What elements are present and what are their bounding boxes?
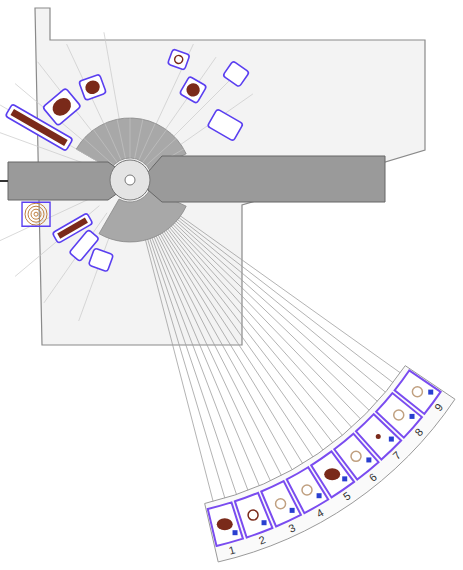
detector-square	[428, 390, 433, 395]
beam-ray	[0, 197, 94, 243]
detector-square	[233, 530, 238, 535]
sample-body	[324, 468, 340, 480]
beam-ray	[172, 223, 362, 420]
beam-tube-left	[8, 162, 122, 200]
beam-ray	[178, 217, 395, 384]
instrument-housing	[88, 248, 113, 272]
instrument	[22, 202, 50, 226]
instrument	[223, 61, 250, 87]
beam-ray	[161, 231, 304, 465]
instrument	[88, 248, 113, 272]
beam-ray	[167, 228, 334, 445]
fan-divider	[130, 118, 131, 158]
fan-divider	[84, 139, 114, 166]
instrument-housing	[79, 74, 107, 100]
sample-ring	[394, 410, 404, 420]
sample-dot	[376, 434, 381, 439]
detector-square	[317, 493, 322, 498]
target-ring	[25, 203, 47, 225]
beam-tube-right	[148, 156, 385, 202]
fan-divider	[139, 123, 155, 160]
fan-divider	[117, 119, 125, 158]
beam-ray	[15, 206, 99, 277]
beam-rays	[0, 32, 402, 503]
beam-ray	[170, 225, 353, 429]
beam-entry	[0, 180, 8, 182]
target-ring	[28, 206, 44, 222]
sample-body	[49, 94, 75, 119]
beam-ray	[155, 234, 271, 482]
beam-ray	[151, 236, 248, 492]
beam-ray	[176, 218, 387, 393]
instrument	[207, 109, 243, 141]
detector-square	[410, 414, 415, 419]
beam-ray	[173, 222, 370, 412]
beam-ray	[175, 220, 379, 403]
hall-outline	[205, 366, 455, 562]
sample-ring	[351, 451, 361, 461]
sample-body	[184, 81, 202, 99]
beam-ray	[157, 233, 282, 477]
sample-ring	[412, 387, 422, 397]
instrument-housing	[43, 88, 81, 126]
core-center	[125, 175, 135, 185]
detector-square	[262, 520, 267, 525]
beam-ray	[179, 215, 402, 374]
core-circle	[110, 160, 150, 200]
sample-body	[217, 518, 233, 530]
beam-ray	[159, 232, 293, 471]
instrument	[168, 49, 190, 70]
instrument-housing	[179, 76, 206, 103]
instrument-housing	[223, 61, 250, 87]
sample-ring	[174, 54, 184, 64]
sample-ring	[302, 485, 312, 495]
detector-square	[290, 508, 295, 513]
fan-divider	[135, 119, 143, 158]
sample-ring	[248, 510, 258, 520]
instrument-housing	[207, 109, 243, 141]
instruments	[5, 49, 249, 272]
fan-divider	[94, 130, 118, 162]
detector-square	[389, 437, 394, 442]
beam-ray	[147, 237, 225, 500]
detector-square	[342, 476, 347, 481]
beam-ray	[153, 235, 260, 487]
instrument	[179, 76, 206, 103]
target-ring	[34, 212, 38, 216]
instrument-housing	[22, 202, 50, 226]
fan-divider	[105, 123, 121, 160]
instrument-housing	[168, 49, 190, 70]
instrument	[43, 88, 81, 126]
sample-ring	[276, 499, 286, 509]
target-ring	[31, 209, 41, 219]
sample-body	[83, 79, 101, 97]
beam-ray	[149, 237, 237, 497]
detector-square	[366, 457, 371, 462]
beam-ray	[145, 238, 214, 503]
guide-hall	[205, 366, 455, 562]
instrument	[79, 74, 107, 100]
beam-ray	[165, 229, 324, 452]
